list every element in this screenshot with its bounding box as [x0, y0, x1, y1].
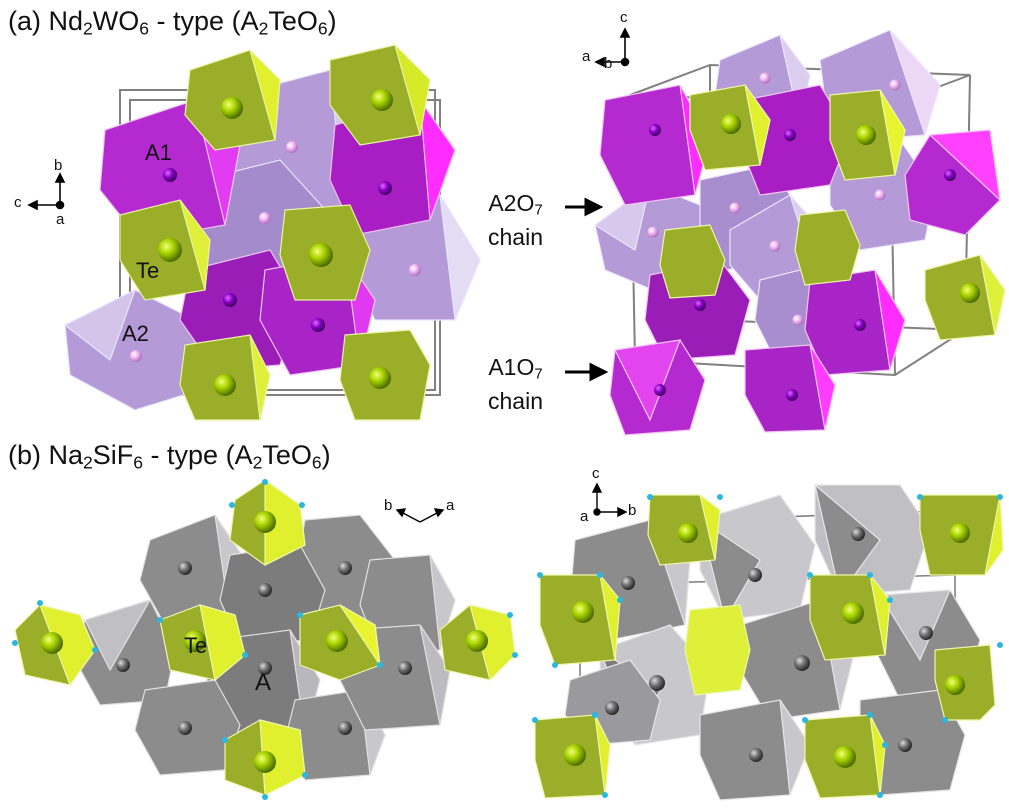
panel-b-right-structure — [532, 482, 1004, 801]
panel-b-left-structure — [12, 478, 518, 800]
axes-b-left — [395, 508, 445, 523]
axis-label-c-a-left: c — [14, 194, 22, 211]
a-polyhedra-b-right — [564, 483, 981, 801]
chain-arrows — [565, 197, 609, 382]
axis-label-c-a-right: c — [620, 9, 628, 26]
axis-label-a-b-left: a — [446, 497, 455, 514]
atoms-b-right — [564, 523, 970, 768]
axis-label-b-a-right: b — [604, 55, 613, 72]
axis-label-a-a-right: a — [582, 48, 591, 65]
axis-label-c-b-right: c — [592, 465, 600, 482]
label-a1: A1 — [145, 140, 172, 165]
ligand-dots-b-left — [12, 479, 518, 800]
panel-b-title: (b) Na2SiF6 - type (A2TeO6) — [8, 440, 331, 473]
label-a-b: A — [255, 669, 272, 696]
axes-a-left — [27, 172, 66, 211]
axes-b-right — [591, 482, 628, 518]
axis-label-b-b-right: b — [628, 502, 637, 519]
atoms-b-left — [41, 511, 488, 773]
label-a2o7-chain: A2O7 chain — [488, 190, 543, 250]
panel-a-right-structure — [565, 27, 1006, 436]
panel-a-title: (a) Nd2WO6 - type (A2TeO6) — [8, 6, 337, 39]
label-a1o7-chain: A1O7 chain — [488, 354, 543, 414]
label-a2: A2 — [122, 321, 149, 346]
axis-label-b-a-left: b — [54, 157, 63, 174]
ligand-dots-b-right — [532, 494, 1003, 798]
a1-chain-right — [599, 84, 1001, 436]
panel-a-left-structure — [27, 42, 481, 421]
atoms-left — [130, 89, 421, 396]
axis-label-a-a-left: a — [56, 211, 65, 228]
axis-label-a-b-right: a — [580, 508, 589, 525]
label-te-a: Te — [136, 258, 160, 283]
label-te-b: Te — [184, 633, 208, 658]
axis-label-b-b-left: b — [384, 497, 393, 514]
atoms-right — [647, 72, 980, 401]
axes-a-right — [594, 27, 631, 68]
